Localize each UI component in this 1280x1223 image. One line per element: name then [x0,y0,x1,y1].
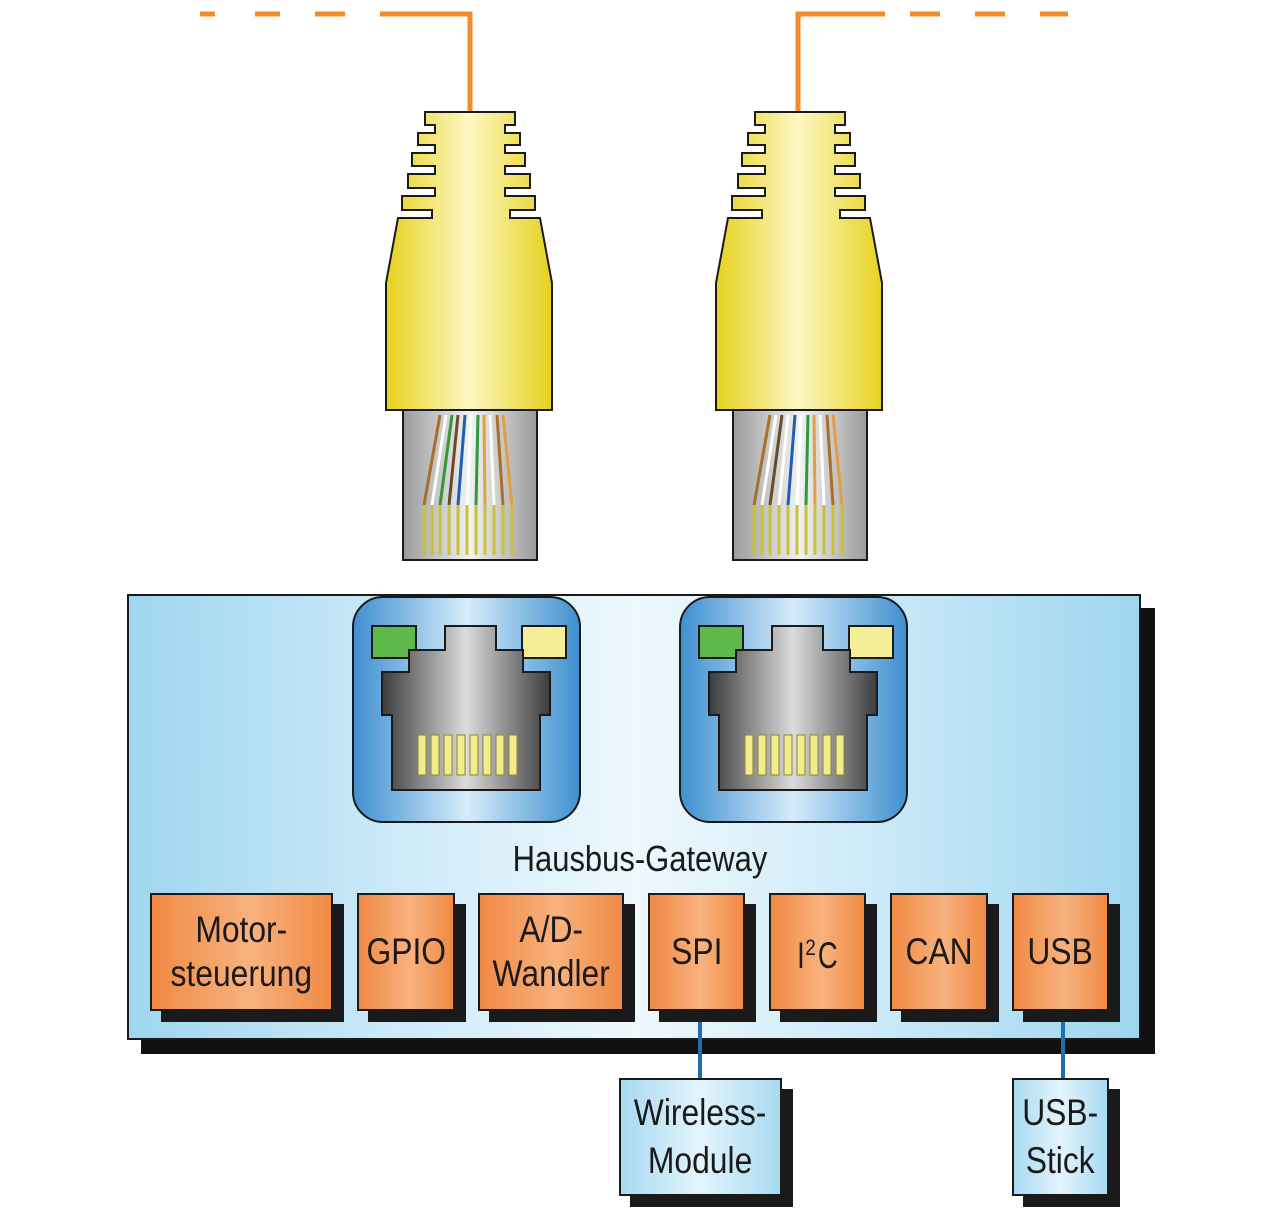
module-motor-label: Motor- steuerung [170,909,313,994]
external-usb-stick-label: USB- Stick [1022,1092,1099,1181]
external-wireless-label: Wireless- Module [634,1092,767,1181]
module-i2c-label: I2C [796,934,838,977]
module-adc: A/D- Wandler [478,893,624,1011]
rj45-plug-right [715,111,883,561]
cable-left [200,11,473,112]
module-can: CAN [890,893,988,1011]
ethernet-port-right [679,596,908,823]
rj45-plug-left [385,111,553,561]
ethernet-port-left [352,596,581,823]
external-usb-stick: USB- Stick [1012,1078,1109,1196]
module-adc-label: A/D- Wandler [492,909,610,994]
module-usb-label: USB [1027,931,1094,972]
module-gpio-label: GPIO [366,931,446,972]
external-wireless: Wireless- Module [619,1078,782,1196]
link-spi-wireless [698,1010,702,1080]
module-gpio: GPIO [357,893,455,1011]
module-i2c: I2C [769,893,866,1011]
module-can-label: CAN [905,931,973,972]
gateway-label: Hausbus-Gateway [512,838,768,879]
cable-right [795,11,1068,112]
link-usb-stick [1061,1010,1065,1080]
module-spi: SPI [648,893,745,1011]
module-spi-label: SPI [670,931,723,972]
module-usb: USB [1012,893,1109,1011]
module-motor: Motor- steuerung [150,893,333,1011]
